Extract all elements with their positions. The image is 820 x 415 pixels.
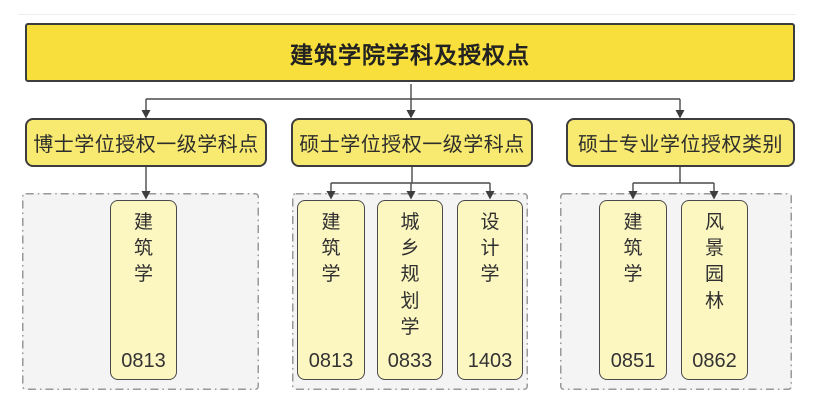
- discipline-node: 建筑学 0851: [599, 200, 667, 380]
- group-container-masters-professional: [560, 193, 792, 390]
- discipline-name: 建筑学: [133, 212, 153, 286]
- discipline-name: 城乡规划学: [400, 212, 420, 338]
- discipline-node: 城乡规划学 0833: [377, 200, 443, 380]
- discipline-node: 风景园林 0862: [681, 200, 748, 380]
- chart-title: 建筑学院学科及授权点: [25, 23, 795, 82]
- faint-divider: [18, 14, 796, 15]
- connector-branch3: [632, 167, 715, 192]
- branch-label-masters-professional: 硕士专业学位授权类别: [566, 118, 795, 167]
- discipline-code: 0862: [692, 350, 737, 372]
- discipline-code: 0813: [121, 350, 166, 372]
- connector-branch2: [330, 167, 491, 192]
- discipline-node: 建筑学 0813: [297, 200, 365, 380]
- branch-label-doctoral: 博士学位授权一级学科点: [25, 118, 267, 167]
- discipline-node: 建筑学 0813: [110, 200, 177, 380]
- branch-label-masters-discipline: 硕士学位授权一级学科点: [291, 118, 533, 167]
- discipline-name: 风景园林: [704, 212, 724, 312]
- connector-top: [145, 84, 681, 111]
- discipline-name: 建筑学: [623, 212, 643, 286]
- discipline-code: 0833: [387, 350, 433, 372]
- discipline-name: 设计学: [480, 212, 500, 286]
- discipline-code: 0813: [308, 350, 354, 372]
- discipline-node: 设计学 1403: [457, 200, 523, 380]
- discipline-code: 1403: [467, 350, 513, 372]
- discipline-name: 建筑学: [321, 212, 341, 286]
- discipline-code: 0851: [610, 350, 656, 372]
